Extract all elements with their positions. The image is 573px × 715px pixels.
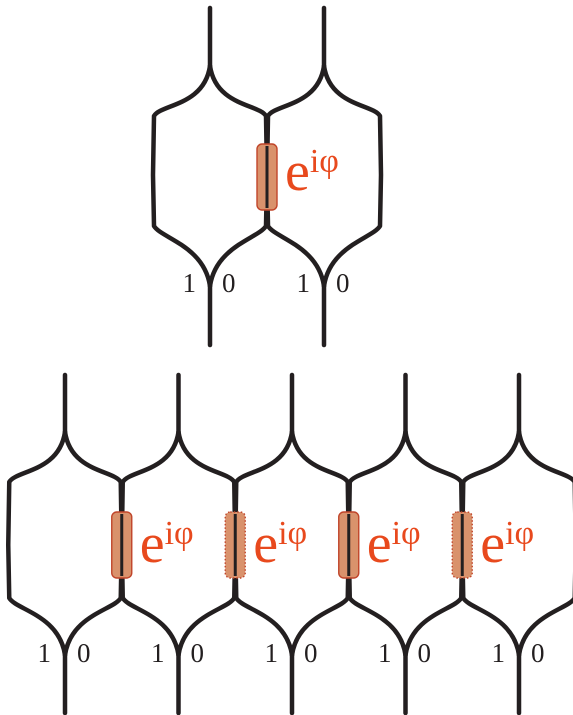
phase-shifter: eiφ [338, 511, 421, 579]
right-arm-waveguide [321, 63, 384, 289]
port-label-0: 0 [191, 638, 205, 668]
phase-label-base: e [367, 513, 392, 575]
left-arm-waveguide [6, 429, 68, 658]
port-label-0: 0 [304, 638, 318, 668]
phase-label-superscript: iφ [392, 515, 421, 552]
phase-shifter: eiφ [224, 511, 307, 579]
phase-label: eiφ [367, 513, 421, 575]
phase-label-superscript: iφ [278, 515, 307, 552]
phase-shifter: eiφ [451, 511, 534, 579]
phase-label-superscript: iφ [505, 515, 534, 552]
port-label-0: 0 [531, 638, 545, 668]
phase-label: eiφ [480, 513, 534, 575]
port-label-0: 0 [418, 638, 432, 668]
port-label-1: 1 [38, 638, 52, 668]
phase-label: eiφ [285, 141, 339, 203]
phase-shifter: eiφ [111, 511, 194, 579]
phase-label-superscript: iφ [165, 515, 194, 552]
port-label-0: 0 [77, 638, 91, 668]
port-label-1: 1 [297, 268, 311, 298]
phase-label-base: e [480, 513, 505, 575]
port-label-1: 1 [378, 638, 392, 668]
phase-label-base: e [285, 141, 310, 203]
left-arm-waveguide [150, 63, 213, 289]
phase-label-superscript: iφ [310, 143, 339, 180]
port-label-0: 0 [222, 268, 236, 298]
phase-label-base: e [140, 513, 165, 575]
port-label-1: 1 [492, 638, 506, 668]
port-label-1: 1 [151, 638, 165, 668]
port-label-0: 0 [336, 268, 350, 298]
phase-label: eiφ [253, 513, 307, 575]
port-label-1: 1 [183, 268, 197, 298]
phase-label: eiφ [140, 513, 194, 575]
right-arm-waveguide [516, 429, 573, 658]
phase-label-base: e [253, 513, 278, 575]
phase-shifter: eiφ [256, 141, 339, 211]
port-label-1: 1 [265, 638, 279, 668]
